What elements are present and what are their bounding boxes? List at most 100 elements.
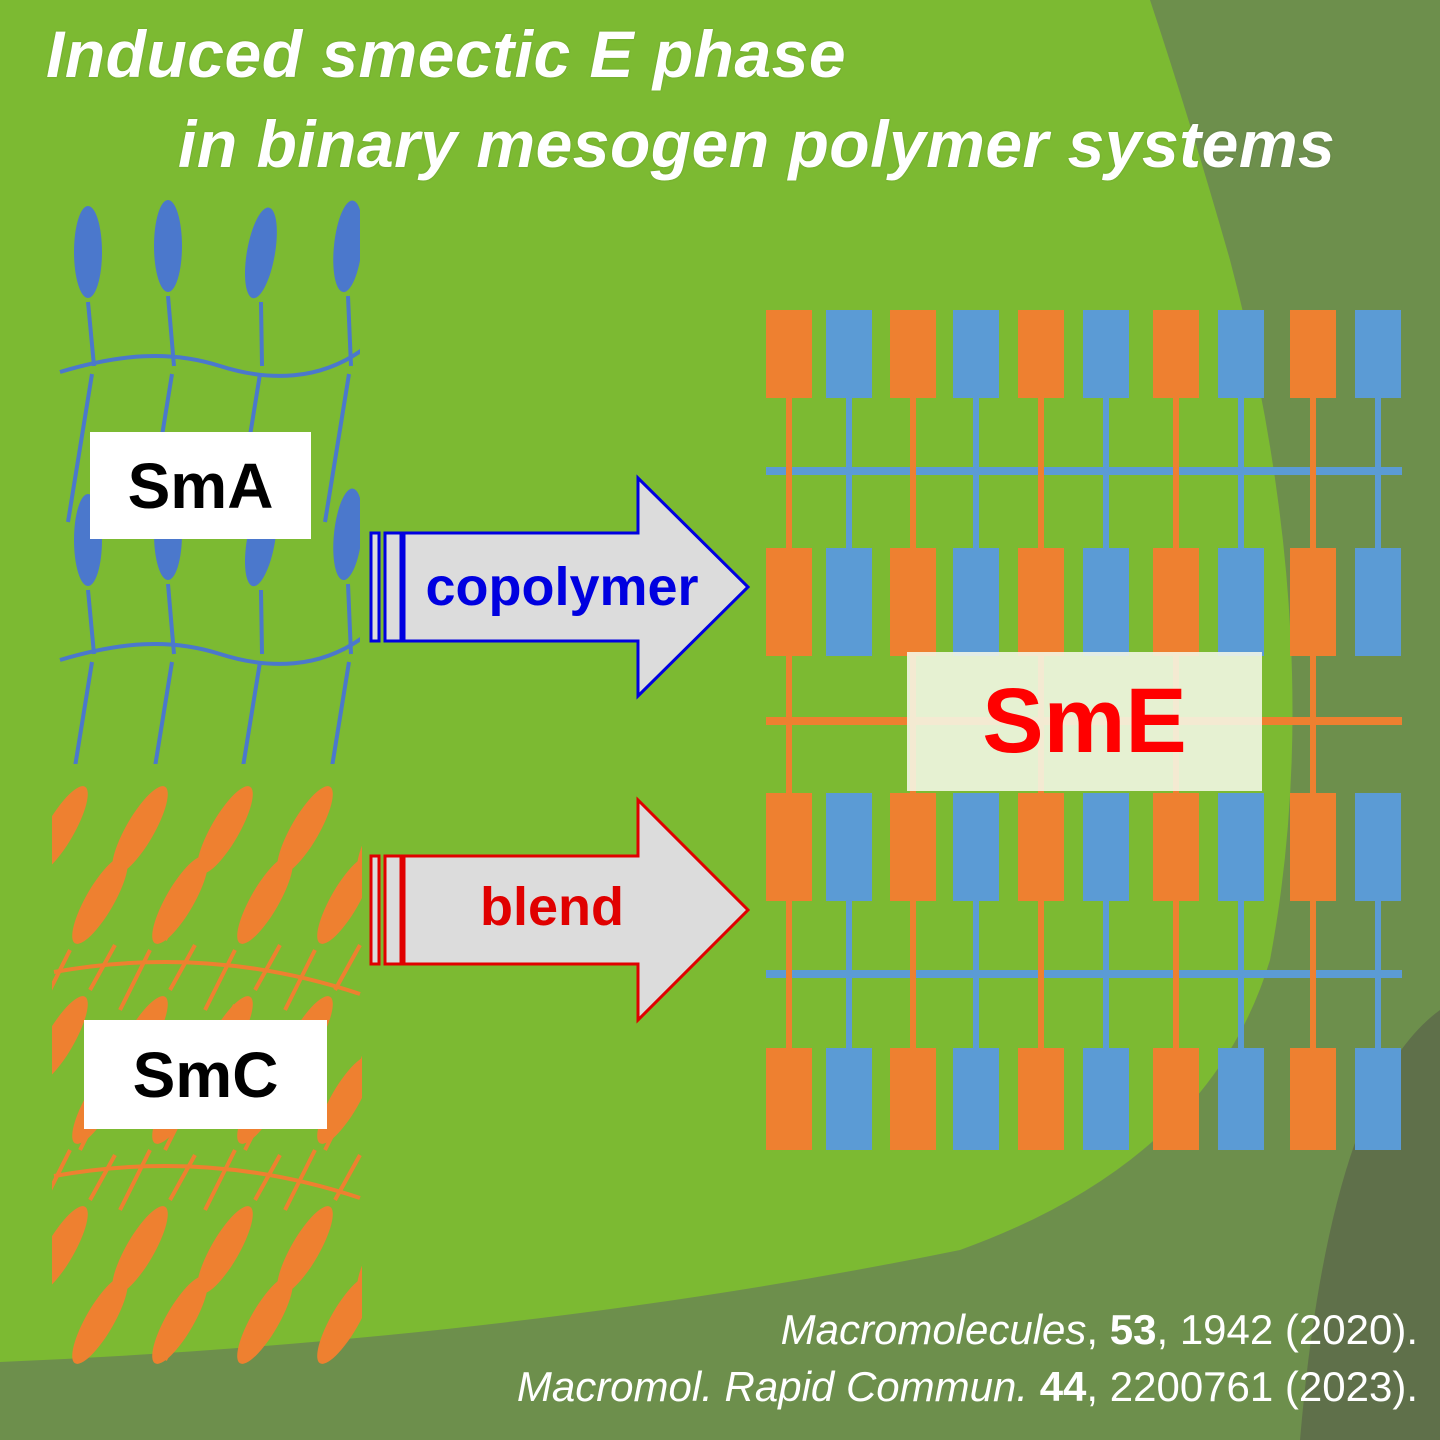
sme-mesogen xyxy=(766,793,812,901)
sma-link xyxy=(330,661,351,764)
smc-mesogen xyxy=(237,1276,293,1364)
smc-spacer xyxy=(375,805,400,850)
smc-mesogen xyxy=(52,996,88,1084)
sme-mesogen xyxy=(1355,310,1401,398)
smc-mesogen xyxy=(317,1056,362,1144)
smc-spacer xyxy=(168,1154,197,1201)
sme-mesogen xyxy=(1018,793,1064,901)
sma-backbone xyxy=(59,348,360,378)
sma-spacer xyxy=(86,589,96,655)
sma-spacer xyxy=(166,583,176,655)
sma-backbone xyxy=(60,918,362,944)
reference-2-volume: 44 xyxy=(1039,1363,1087,1410)
smc-spacer xyxy=(128,1224,157,1271)
smc-mesogen xyxy=(197,786,253,874)
reference-1: Macromolecules, 53, 1942 (2020). xyxy=(781,1306,1418,1354)
sme-mesogen xyxy=(1153,310,1199,398)
blend-arrow xyxy=(369,796,751,1024)
sme-mesogen xyxy=(1218,548,1264,656)
sma-spacer xyxy=(259,589,264,655)
sma-link xyxy=(241,661,262,764)
sme-mesogen xyxy=(1290,310,1336,398)
sma-link xyxy=(73,661,94,764)
sme-mesogen xyxy=(1153,1048,1199,1150)
title-line-1: Induced smectic E phase xyxy=(46,17,847,91)
smc-spacer xyxy=(455,1005,480,1050)
blend-label: blend xyxy=(480,877,624,937)
sma-spacer xyxy=(346,583,353,655)
smc-spacer xyxy=(208,1224,237,1271)
smc-mesogen xyxy=(52,1206,88,1294)
smc-label: SmC xyxy=(84,1020,327,1129)
sme-mesogen xyxy=(953,793,999,901)
smc-spacer xyxy=(205,1370,235,1430)
sma-spacer xyxy=(346,295,353,367)
smc-mesogen xyxy=(72,1276,128,1364)
sme-mesogen xyxy=(1018,548,1064,656)
sme-lattice xyxy=(766,310,1402,1150)
copolymer-arrow xyxy=(369,474,751,700)
sme-mesogen xyxy=(1018,310,1064,398)
sma-mesogen xyxy=(154,200,182,292)
smc-spacer xyxy=(293,1224,322,1271)
smc-spacer xyxy=(168,944,197,991)
title-line-2: in binary mesogen polymer systems xyxy=(178,107,1336,181)
reference-1-journal: Macromolecules xyxy=(780,1306,1087,1353)
sma-link xyxy=(323,373,351,523)
smc-spacer xyxy=(40,1370,70,1430)
sme-mesogen xyxy=(1083,1048,1129,1150)
smc-spacer xyxy=(333,1154,362,1201)
copolymer-label: copolymer xyxy=(425,557,699,617)
smc-backbone xyxy=(53,960,361,996)
reference-1-volume: 53 xyxy=(1109,1306,1157,1353)
smc-spacer xyxy=(0,880,30,940)
smc-spacer xyxy=(415,735,440,780)
smc-spacer xyxy=(455,1225,480,1270)
smc-spacer xyxy=(285,1370,315,1430)
sme-mesogen xyxy=(890,310,936,398)
smc-mesogen xyxy=(197,1206,253,1294)
sme-mesogen xyxy=(1018,1048,1064,1150)
smc-spacer xyxy=(333,944,362,991)
smc-spacer xyxy=(375,1225,400,1270)
smc-spacer xyxy=(375,1005,400,1050)
sme-mesogen xyxy=(1290,1048,1336,1150)
smc-mesogen xyxy=(237,856,293,944)
sma-label: SmA xyxy=(90,432,311,539)
sma-mesogen xyxy=(244,207,277,299)
sme-mesogen xyxy=(766,1048,812,1150)
sma-mesogen xyxy=(329,767,366,861)
sme-mesogen xyxy=(953,548,999,656)
sme-mesogen xyxy=(890,1048,936,1150)
sma-backbone xyxy=(59,636,360,666)
sme-mesogen xyxy=(953,1048,999,1150)
smc-spacer xyxy=(455,805,480,850)
smc-mesogen xyxy=(152,856,208,944)
smc-spacer xyxy=(170,735,195,780)
smc-spacer xyxy=(52,949,72,991)
smc-spacer xyxy=(335,735,360,780)
sme-mesogen xyxy=(1083,548,1129,656)
smc-mesogen xyxy=(317,1276,362,1364)
sma-spacer xyxy=(166,295,176,367)
smc-spacer xyxy=(88,944,117,991)
smc-mesogen xyxy=(317,856,362,944)
sme-mesogen xyxy=(890,793,936,901)
smc-spacer xyxy=(0,1090,30,1150)
sma-spacer xyxy=(86,301,96,367)
smc-spacer xyxy=(283,1149,317,1211)
sme-mesogen xyxy=(766,310,812,398)
reference-2: Macromol. Rapid Commun. 44, 2200761 (202… xyxy=(517,1363,1418,1411)
smc-spacer xyxy=(52,1149,72,1191)
sma-spacer xyxy=(259,301,264,367)
smc-spacer xyxy=(293,804,322,851)
sme-mesogen xyxy=(1153,548,1199,656)
sma-lattice xyxy=(59,200,366,944)
smc-spacer xyxy=(415,1155,440,1200)
smc-spacer xyxy=(365,1150,395,1210)
reference-2-sep xyxy=(1028,1363,1040,1410)
reference-1-rest: , 1942 (2020). xyxy=(1156,1306,1418,1353)
sma-mesogen xyxy=(333,200,360,293)
smc-mesogen xyxy=(152,1276,208,1364)
